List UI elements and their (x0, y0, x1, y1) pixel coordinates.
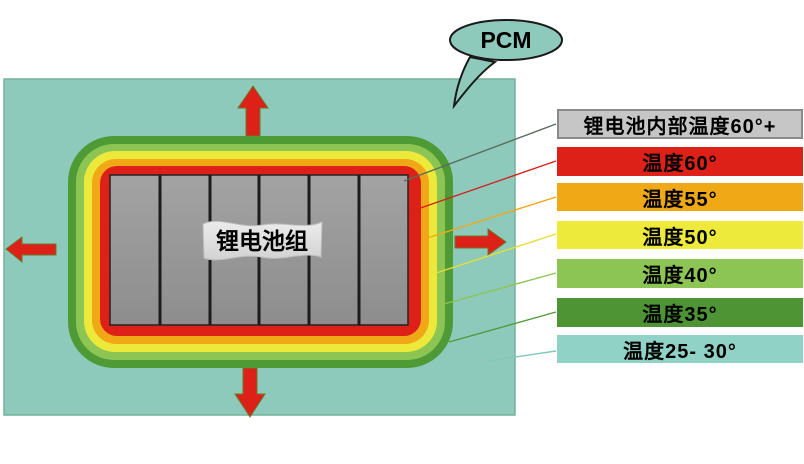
legend-item-label: 温度55° (642, 188, 718, 211)
battery-label: 锂电池组 (216, 228, 308, 254)
legend-item-temp-35: 温度35° (557, 298, 803, 327)
temperature-legend: 锂电池内部温度60°+ 温度60° 温度55° 温度50° 温度40° 温度35… (557, 0, 803, 464)
heat-arrow-right (454, 228, 507, 256)
legend-item-label: 温度50° (642, 226, 718, 249)
heat-arrow-up (237, 85, 269, 137)
leader-temp-50 (435, 233, 557, 274)
legend-item-temp-25-30: 温度25- 30° (557, 335, 803, 363)
legend-item-label: 温度60° (642, 153, 718, 175)
leader-temp-40 (443, 272, 557, 305)
legend-item-label: 温度35° (642, 304, 718, 326)
legend-item-label: 温度40° (642, 265, 718, 287)
legend-item-temp-55: 温度55° (557, 183, 803, 211)
legend-item-label: 温度25- 30° (623, 340, 737, 363)
leader-temp-25-30 (487, 350, 557, 362)
legend-item-temp-50: 温度50° (557, 221, 803, 249)
heat-arrow-down (234, 367, 266, 418)
battery-label-banner (202, 220, 323, 261)
leader-battery-core (403, 123, 557, 182)
legend-item-battery-core: 锂电池内部温度60°+ (557, 109, 803, 139)
leader-temp-60 (408, 160, 557, 213)
pcm-bubble-tail (452, 55, 498, 110)
legend-item-temp-60: 温度60° (557, 147, 803, 176)
legend-leader-lines (403, 123, 557, 362)
pcm-bubble-label: PCM (480, 27, 531, 53)
leader-temp-55 (423, 196, 557, 240)
legend-item-label: 锂电池内部温度60°+ (583, 115, 777, 138)
legend-item-temp-40: 温度40° (557, 259, 803, 288)
heat-arrow-left (5, 236, 57, 264)
leader-temp-35 (448, 311, 557, 343)
pcm-bubble (449, 19, 563, 61)
